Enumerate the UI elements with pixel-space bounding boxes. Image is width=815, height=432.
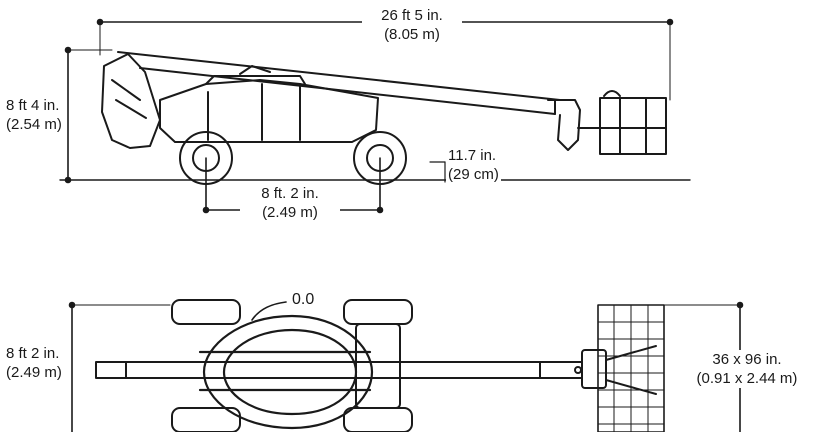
- wheelbase-metric: (2.49 m): [262, 204, 318, 221]
- platform-basket: [599, 90, 667, 155]
- platform-size-metric: (0.91 x 2.44 m): [696, 370, 798, 387]
- boom: [117, 51, 601, 151]
- wheelbase-label: 8 ft. 2 in. (2.49 m): [240, 184, 340, 222]
- platform-size-imperial: 36 x 96 in.: [712, 351, 782, 368]
- ground-clearance-label: 11.7 in. (29 cm): [446, 146, 501, 184]
- turntable-top: [198, 314, 374, 430]
- overall-width-dimension: [68, 301, 171, 432]
- ground-clearance-metric: (29 cm): [448, 166, 499, 183]
- ground-clearance-leader: [429, 161, 446, 183]
- platform-size-label: 36 x 96 in. (0.91 x 2.44 m): [680, 350, 814, 388]
- wheelbase-imperial: 8 ft. 2 in.: [261, 185, 319, 202]
- tailswing-value: 0.0: [292, 291, 315, 308]
- top-view: [68, 299, 744, 432]
- stowed-height-metric: (2.54 m): [6, 116, 62, 133]
- stowed-height-label: 8 ft 4 in. (2.54 m): [4, 96, 64, 134]
- ground-clearance-imperial: 11.7 in.: [448, 147, 497, 164]
- tailswing-leader: [251, 301, 287, 321]
- tailswing-label: 0.0: [290, 290, 316, 309]
- overall-length-metric: (8.05 m): [384, 26, 440, 43]
- stowed-height-dimension: [64, 46, 113, 184]
- platform-top: [597, 304, 665, 432]
- side-view: [59, 18, 691, 214]
- counterweight: [101, 53, 161, 149]
- overall-length-imperial: 26 ft 5 in.: [381, 7, 443, 24]
- overall-width-imperial: 8 ft 2 in.: [6, 345, 60, 362]
- overall-length-label: 26 ft 5 in. (8.05 m): [362, 6, 462, 44]
- overall-width-metric: (2.49 m): [6, 364, 62, 381]
- tires-top: [171, 299, 413, 432]
- overall-width-label: 8 ft 2 in. (2.49 m): [4, 344, 64, 382]
- stowed-height-imperial: 8 ft 4 in.: [6, 97, 60, 114]
